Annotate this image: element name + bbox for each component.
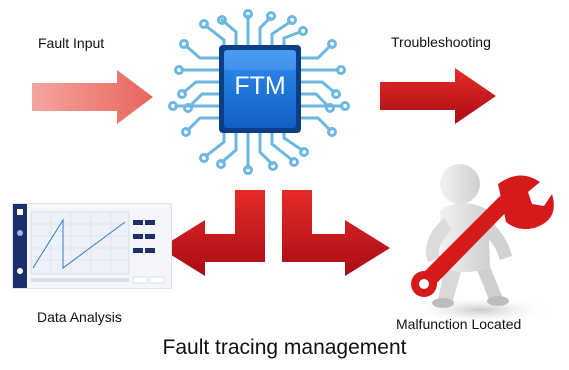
- chip-label: FTM: [234, 72, 286, 100]
- settings-icon: [17, 230, 23, 236]
- troubleshooting-arrow: [380, 68, 496, 124]
- diagram-title: Fault tracing management: [162, 336, 407, 359]
- malfunction-located-label: Malfunction Located: [396, 316, 522, 332]
- data-analysis-thumbnail: [12, 203, 172, 289]
- data-analysis-label: Data Analysis: [37, 309, 122, 325]
- troubleshooting-label: Troubleshooting: [391, 34, 491, 50]
- circuit-traces: [168, 9, 350, 175]
- ftm-chip: [219, 45, 301, 133]
- malfunction-arrow: [282, 190, 390, 276]
- user-icon: [17, 268, 23, 274]
- figure-with-wrench: [408, 164, 554, 324]
- fault-input-arrow: [32, 70, 153, 124]
- home-icon: [17, 209, 23, 215]
- thumbnail-sidebar: [13, 204, 27, 288]
- thumbnail-chart: [30, 211, 165, 284]
- data-analysis-arrow: [160, 190, 265, 276]
- fault-input-label: Fault Input: [38, 35, 105, 51]
